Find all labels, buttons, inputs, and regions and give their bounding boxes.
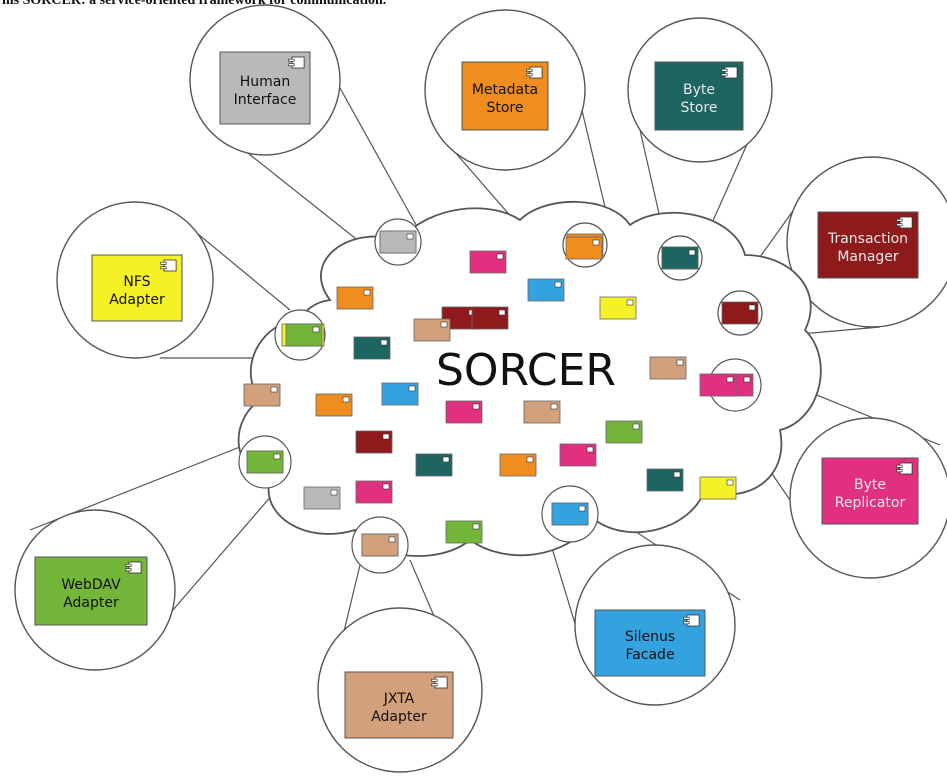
webdav-adapter-label: WebDAV [61, 577, 121, 593]
webdav-adapter-component: WebDAV Adapter [34, 556, 148, 626]
metadata-store-label: Store [486, 100, 523, 116]
human-interface-label: Human [240, 74, 291, 90]
component-boxes: HumanInterfaceMetadataStoreByteStoreTran… [34, 51, 919, 739]
metadata-store-label: Metadata [472, 82, 538, 98]
byte-replicator-label: Byte [854, 477, 886, 493]
webdav-adapter-label: Adapter [63, 595, 119, 611]
transaction-manager-label: Manager [837, 249, 899, 265]
byte-store-label: Store [680, 100, 717, 116]
jxta-adapter-component: JXTA Adapter [344, 671, 454, 739]
silenus-facade-label: Silenus [625, 629, 675, 645]
nfs-adapter-label: Adapter [109, 292, 165, 308]
cloud-services [243, 230, 737, 557]
human-interface-label: Interface [234, 92, 297, 108]
nfs-adapter-label: NFS [123, 274, 150, 290]
cloud-title: SORCER [436, 345, 616, 396]
figure-caption: his SORCER: a service-oriented framework… [2, 0, 387, 8]
jxta-adapter-label: Adapter [371, 709, 427, 725]
webdav-adapter-connector-line [159, 479, 286, 626]
byte-replicator-label: Replicator [835, 495, 906, 511]
silenus-facade-label: Facade [625, 647, 674, 663]
byte-store-label: Byte [683, 82, 715, 98]
transaction-manager-label: Transaction [827, 231, 908, 247]
nfs-adapter-component: NFS Adapter [91, 254, 183, 322]
jxta-adapter-label: JXTA [383, 691, 415, 707]
